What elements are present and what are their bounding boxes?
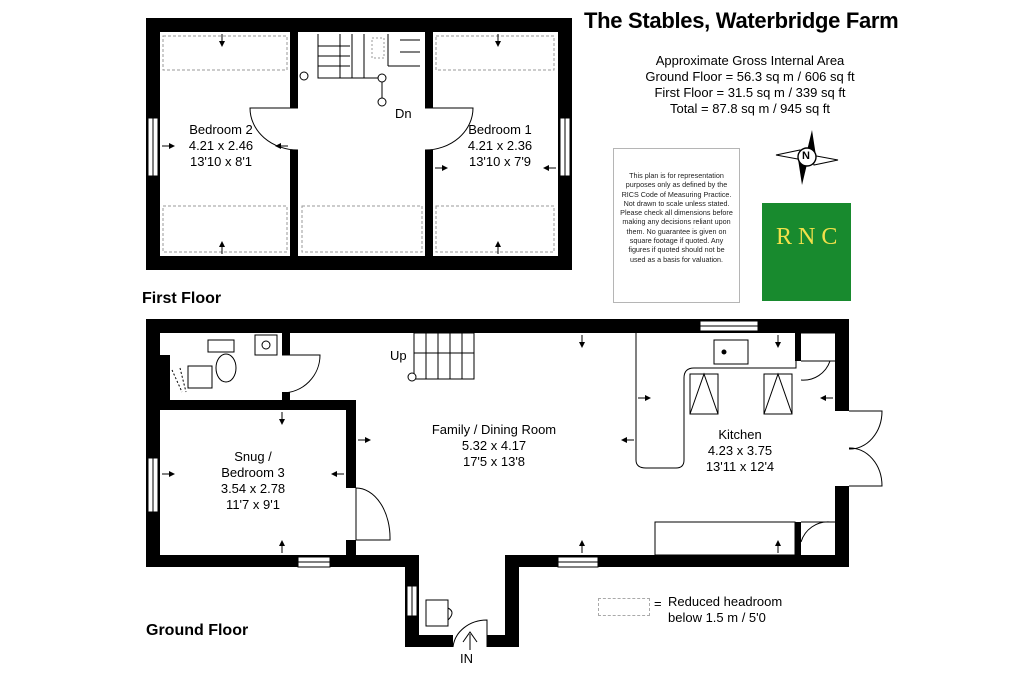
- compass-icon: [775, 130, 839, 185]
- reduced-headroom-areas: [162, 35, 555, 253]
- ground-floor-label: Ground Floor: [146, 622, 249, 639]
- bedroom1-label: Bedroom 1 4.21 x 2.36 13'10 x 7'9: [468, 122, 532, 170]
- family-room-metric: 5.32 x 4.17: [461, 438, 527, 453]
- first-floor-doors: [249, 107, 474, 151]
- area-total: Total = 87.8 sq m / 945 sq ft: [669, 101, 831, 116]
- family-room-imperial: 17'5 x 13'8: [462, 454, 526, 469]
- snug-imperial: 11'7 x 9'1: [226, 497, 280, 512]
- area-ground: Ground Floor = 56.3 sq m / 606 sq ft: [645, 69, 855, 84]
- kitchen-name: Kitchen: [718, 427, 762, 442]
- entrance-label: IN: [460, 651, 473, 666]
- area-heading: Approximate Gross Internal Area: [655, 53, 845, 68]
- bedroom2-name: Bedroom 2: [189, 122, 253, 137]
- family-room-name: Family / Dining Room: [431, 422, 557, 437]
- ground-floor-stairs: [407, 332, 475, 382]
- bedroom2-imperial: 13'10 x 8'1: [189, 154, 253, 169]
- stairs-down-label: Dn: [395, 106, 412, 121]
- first-floor-dimension-arrows: [162, 34, 556, 254]
- first-floor-stairs: [299, 34, 420, 107]
- snug-metric: 3.54 x 2.78: [220, 481, 286, 496]
- bedroom1-imperial: 13'10 x 7'9: [468, 154, 532, 169]
- snug-label: Snug / Bedroom 3 3.54 x 2.78 11'7 x 9'1: [221, 449, 285, 513]
- kitchen-metric: 4.23 x 3.75: [707, 443, 773, 458]
- legend-line2: below 1.5 m / 5'0: [668, 610, 766, 625]
- page-title: The Stables, Waterbridge Farm: [584, 8, 899, 33]
- compass-letter: N: [802, 150, 810, 162]
- first-floor-windows: [147, 117, 571, 177]
- disclaimer-text: This plan is for representation purposes…: [613, 148, 740, 303]
- stairs-up-label: Up: [390, 348, 407, 363]
- legend-equals: =: [654, 596, 662, 611]
- entrance-arrow: [462, 631, 478, 650]
- wc-fittings: [171, 334, 278, 393]
- area-first: First Floor = 31.5 sq m / 339 sq ft: [654, 85, 846, 100]
- logo-letters: RNC: [776, 224, 844, 250]
- family-room-label: Family / Dining Room 5.32 x 4.17 17'5 x …: [432, 422, 556, 470]
- rnc-logo: [762, 203, 851, 301]
- ground-floor-dimension-arrows: [162, 335, 833, 553]
- bedroom1-metric: 4.21 x 2.36: [467, 138, 533, 153]
- bedroom2-label: Bedroom 2 4.21 x 2.46 13'10 x 8'1: [189, 122, 253, 170]
- bedroom1-name: Bedroom 1: [468, 122, 532, 137]
- snug-name: Snug /: [234, 449, 272, 464]
- logo-text: RNC: [776, 224, 843, 251]
- kitchen-imperial: 13'11 x 12'4: [705, 459, 775, 474]
- legend-line1: Reduced headroom: [668, 594, 783, 609]
- bedroom2-metric: 4.21 x 2.46: [188, 138, 254, 153]
- snug-name2: Bedroom 3: [221, 465, 285, 480]
- ground-floor-doors: [281, 354, 883, 648]
- legend-swatch: [598, 598, 650, 616]
- kitchen-label: Kitchen 4.23 x 3.75 13'11 x 12'4: [706, 427, 774, 475]
- first-floor-label: First Floor: [142, 290, 222, 307]
- ground-floor-windows: [147, 320, 759, 617]
